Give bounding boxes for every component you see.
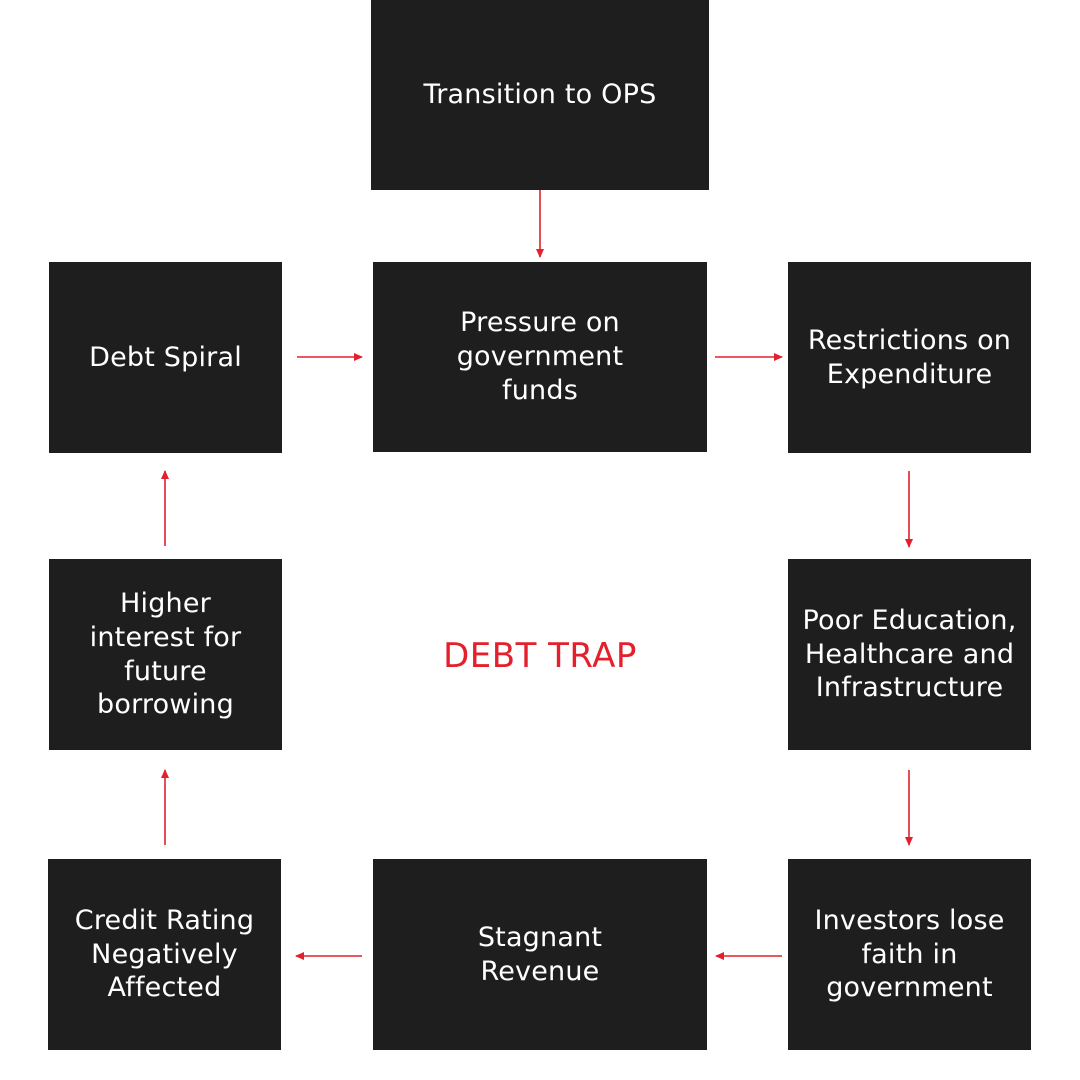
node-investors-lose-faith: Investors lose faith in government [788,859,1031,1050]
center-label-debt-trap: DEBT TRAP [443,636,637,676]
node-label: Pressure on government funds [456,307,624,406]
node-pressure-on-government-funds: Pressure on government funds [373,262,707,452]
node-transition-to-ops: Transition to OPS [371,0,709,190]
node-label: Debt Spiral [89,341,242,373]
node-label: Restrictions on Expenditure [807,324,1012,390]
node-poor-education-healthcare-infrastructure: Poor Education, Healthcare and Infrastru… [788,559,1031,750]
node-label: Credit Rating Negatively Affected [74,904,255,1004]
node-debt-spiral: Debt Spiral [49,262,282,453]
node-label: Stagnant Revenue [477,921,603,987]
node-higher-interest-future-borrowing: Higher interest for future borrowing [49,559,282,750]
node-stagnant-revenue: Stagnant Revenue [373,859,707,1050]
node-label: Poor Education, Healthcare and Infrastru… [802,604,1017,704]
node-label: Higher interest for future borrowing [89,588,242,721]
node-label: Transition to OPS [423,79,657,111]
node-credit-rating-negatively-affected: Credit Rating Negatively Affected [48,859,281,1050]
node-restrictions-on-expenditure: Restrictions on Expenditure [788,262,1031,453]
node-label: Investors lose faith in government [814,904,1005,1004]
